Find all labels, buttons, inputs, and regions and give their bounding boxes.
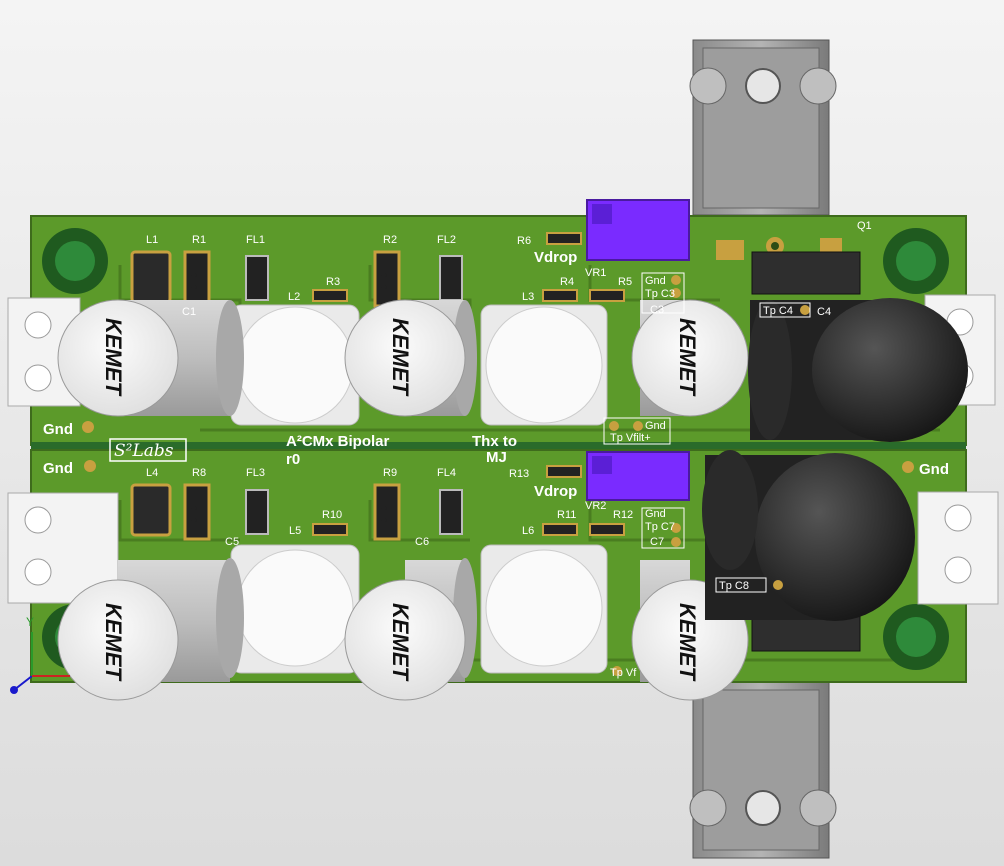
heatsink-top [689, 39, 837, 216]
refdes-r5: R5 [618, 276, 632, 288]
gnd-label-left-bottom: Gnd [43, 460, 73, 477]
refdes-r8: R8 [192, 467, 206, 479]
refdes-r4: R4 [560, 276, 574, 288]
refdes-r6: R6 [517, 235, 531, 247]
tp-gnd-mid: Gnd [645, 420, 666, 432]
kemet-label-c1: KEMET [101, 318, 126, 397]
shielded-inductors [230, 304, 608, 674]
refdes-c5: C5 [225, 536, 239, 548]
axis-gizmo: Y [10, 615, 70, 694]
kemet-label-c6: KEMET [388, 603, 413, 682]
tp-gnd-bottom: Gnd [645, 508, 666, 520]
tp-c8-label: Tp C8 [719, 580, 749, 592]
refdes-fl4: FL4 [437, 467, 456, 479]
refdes-l5: L5 [289, 525, 301, 537]
refdes-l2: L2 [288, 291, 300, 303]
resistor-values: OIO OIO OIO OIO [190, 272, 391, 523]
vdrop-label-bottom: Vdrop [534, 483, 577, 500]
refdes-r13: R13 [509, 468, 529, 480]
r9-value: OIO [380, 505, 391, 523]
refdes-vr1: VR1 [585, 267, 606, 279]
test-pads [82, 275, 914, 676]
vdrop-label-top: Vdrop [534, 249, 577, 266]
testpoint-labels: Gnd Tp C3 Tp C4 Gnd Tp Vfilt+ Gnd Tp C7 … [603, 272, 811, 679]
refdes-r2: R2 [383, 234, 397, 246]
refdes-l6: L6 [522, 525, 534, 537]
kemet-label-c7: KEMET [675, 603, 700, 682]
credit-line2: MJ [486, 449, 507, 466]
refdes-q1: Q1 [857, 220, 872, 232]
kemet-caps-top [57, 299, 749, 417]
refdes-fl1: FL1 [246, 234, 265, 246]
tp-gnd-top: Gnd [645, 275, 666, 287]
board-labels: Vdrop Vdrop Gnd Gnd Gnd A²CMx Bipolar r0… [43, 249, 949, 500]
refdes-r12: R12 [613, 509, 633, 521]
refdes-r10: R10 [322, 509, 342, 521]
tp-vfilt-neg-label: Tp Vf [610, 667, 637, 679]
gnd-label-left-top: Gnd [43, 421, 73, 438]
maker-logo: S²Labs [114, 441, 174, 461]
refdes-l1: L1 [146, 234, 158, 246]
r2-value: OIO [380, 272, 391, 290]
refdes-r1: R1 [192, 234, 206, 246]
refdes-c3: C3 [650, 304, 664, 316]
tp-c3-label: Tp C3 [645, 288, 675, 300]
silkscreen-refdes: L1 R1 FL1 R2 FL2 R6 VR1 Q1 L2 R3 L3 R4 R… [146, 220, 872, 548]
gnd-label-right: Gnd [919, 461, 949, 478]
refdes-l4: L4 [146, 467, 158, 479]
refdes-c1: C1 [182, 306, 196, 318]
refdes-r3: R3 [326, 276, 340, 288]
refdes-l3: L3 [522, 291, 534, 303]
credit-line1: Thx to [472, 433, 517, 450]
refdes-r9: R9 [383, 467, 397, 479]
tp-c7-label: Tp C7 [645, 521, 675, 533]
refdes-fl2: FL2 [437, 234, 456, 246]
refdes-r11: R11 [557, 509, 576, 521]
refdes-fl3: FL3 [246, 467, 265, 479]
trimmer-pots [586, 199, 690, 501]
board-title: A²CMx Bipolar [286, 433, 390, 450]
kemet-caps-bottom [57, 558, 749, 701]
r8-value: OIO [190, 505, 201, 523]
smd-parts-bottom [130, 465, 625, 541]
heatsink-bottom [689, 679, 837, 859]
kemet-label-c5: KEMET [101, 603, 126, 682]
board-revision: r0 [286, 451, 300, 468]
refdes-c4: C4 [817, 306, 831, 318]
kemet-label-c2: KEMET [388, 318, 413, 397]
refdes-c6: C6 [415, 536, 429, 548]
r1-value: OIO [190, 272, 201, 290]
refdes-c7: C7 [650, 536, 664, 548]
refdes-vr2: VR2 [585, 500, 606, 512]
kemet-label-c3: KEMET [675, 318, 700, 397]
axis-y-label: Y [26, 615, 34, 629]
kemet-labels: KEMET KEMET KEMET KEMET KEMET KEMET [101, 318, 700, 682]
tp-c4-label: Tp C4 [763, 305, 793, 317]
tp-vfilt-pos-label: Tp Vfilt+ [610, 432, 651, 444]
